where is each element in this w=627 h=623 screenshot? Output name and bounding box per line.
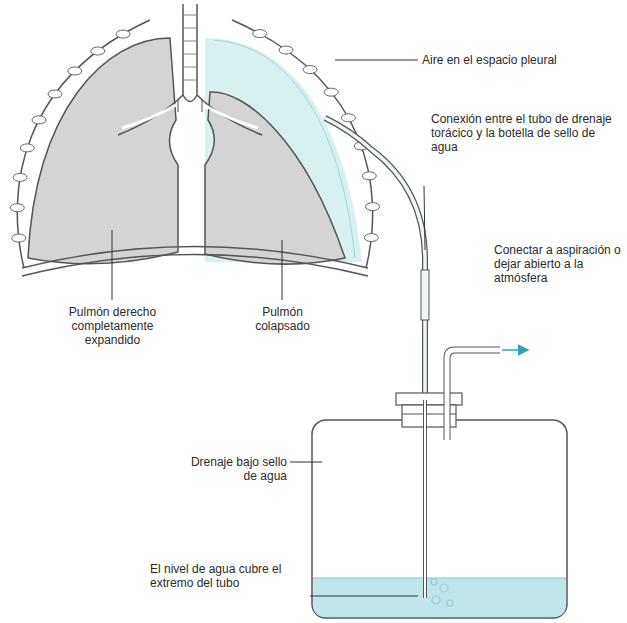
chest-wall — [17, 20, 150, 268]
rib — [20, 144, 34, 152]
vent-pipe — [447, 350, 500, 440]
rib — [324, 88, 338, 96]
callout-label: Conexión entre el tubo de drenaje toráci… — [431, 112, 616, 154]
bronchi — [122, 104, 258, 128]
rib — [303, 66, 317, 74]
water-seal-bottle — [312, 420, 567, 618]
trachea-rings — [183, 15, 197, 80]
immersed-tube — [423, 400, 427, 598]
bubbles — [431, 579, 453, 606]
right-lung — [28, 38, 178, 264]
rib — [362, 172, 376, 180]
callout-label: Conectar a aspiración o dejar abierto a … — [494, 243, 622, 285]
rib — [364, 234, 378, 242]
diaphragm — [22, 255, 368, 277]
rib — [68, 67, 82, 75]
water — [313, 578, 566, 617]
drain-tube — [325, 118, 425, 400]
water-level — [313, 578, 566, 579]
rib — [253, 30, 267, 38]
bronchi — [178, 100, 202, 112]
drain-tube — [325, 118, 425, 400]
bottle-cap — [396, 393, 462, 405]
pleura — [214, 40, 355, 258]
rib — [279, 46, 293, 54]
tube-connector — [421, 270, 429, 320]
part-label: Drenaje bajo sello de agua — [175, 455, 287, 483]
leader-lines — [112, 60, 425, 596]
part-label: Pulmón colapsado — [240, 305, 325, 333]
callout-label: El nivel de agua cubre el extremo del tu… — [150, 562, 305, 590]
trachea — [118, 4, 262, 135]
part-label: Pulmón derecho completamente expandido — [50, 305, 175, 347]
rib — [341, 114, 355, 122]
rib — [48, 90, 62, 98]
immersed-tube — [424, 400, 426, 598]
rib — [10, 204, 24, 212]
rib — [91, 47, 105, 55]
vent-pipe — [447, 350, 500, 440]
chest-wall — [232, 20, 373, 268]
callout-label: Aire en el espacio pleural — [422, 53, 617, 67]
flow-arrow — [502, 349, 528, 351]
rib — [13, 173, 27, 181]
rib — [32, 116, 46, 124]
rib — [366, 203, 380, 211]
rib — [12, 234, 26, 242]
rib — [116, 30, 130, 38]
